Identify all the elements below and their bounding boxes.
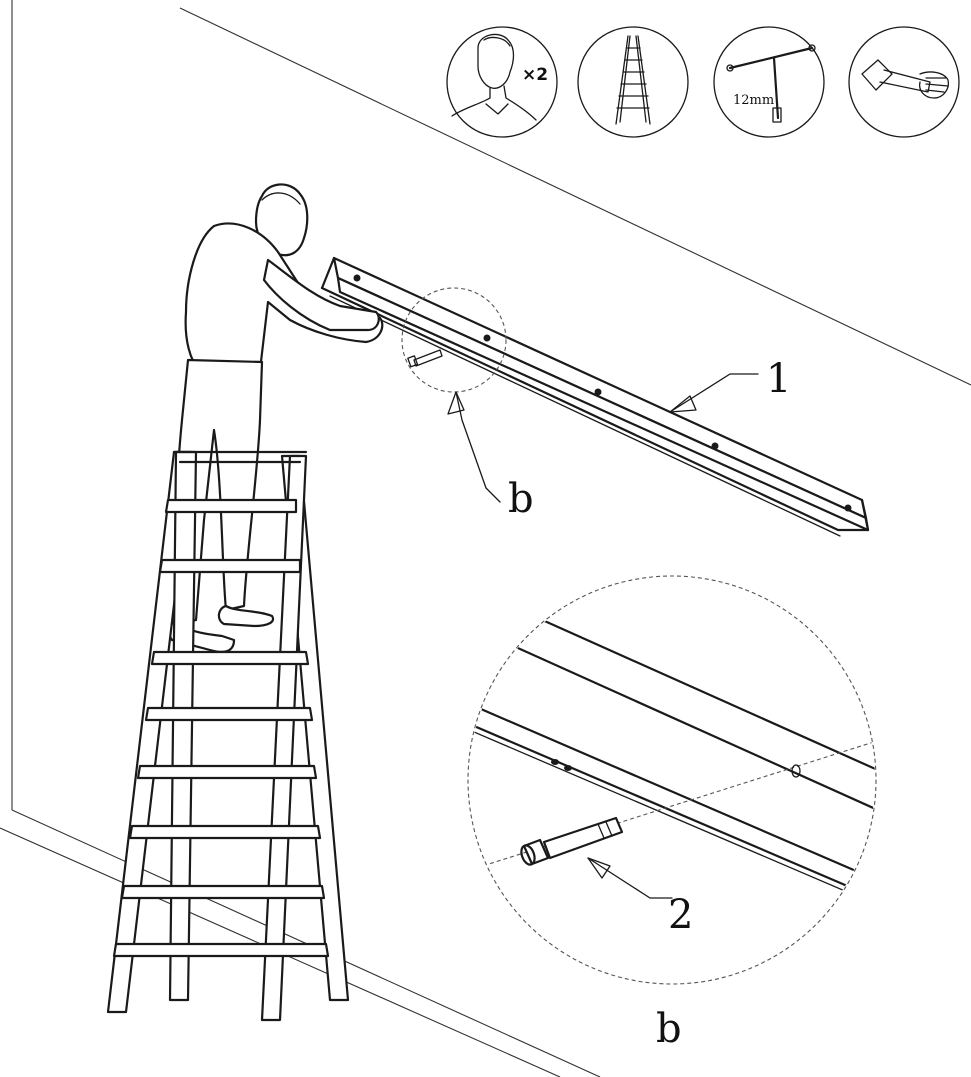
detail-reference-letter: b: [508, 476, 534, 522]
rail: [320, 256, 870, 537]
two-people-icon: ×2: [446, 26, 558, 138]
ceiling-line: [179, 7, 971, 386]
anchor-callout-number: 2: [668, 892, 693, 938]
people-count-badge: ×2: [522, 65, 548, 85]
detail-b: [467, 575, 877, 985]
detail-marker-circle: [401, 287, 507, 393]
rail-hole: [483, 334, 491, 342]
small-anchor-bolt: [407, 349, 443, 368]
ladder-icon: [577, 26, 689, 138]
wrench-size-label: 12mm: [733, 93, 774, 108]
callout-leaders: [447, 373, 759, 503]
rail-callout-number: 1: [766, 356, 791, 402]
t-wrench-icon: 12mm: [713, 26, 825, 138]
rail-hole: [353, 274, 361, 282]
anchor-bolt: [520, 816, 624, 866]
tool-icons: ×2 12mm: [446, 26, 960, 138]
rail-hole: [844, 504, 852, 512]
hammer-icon: [848, 26, 960, 138]
ladder: [106, 450, 350, 1022]
rail-hole: [594, 388, 602, 396]
rail-hole: [711, 442, 719, 450]
person: [168, 183, 384, 653]
detail-circle: [467, 575, 877, 985]
detail-caption-letter: b: [656, 1006, 682, 1052]
